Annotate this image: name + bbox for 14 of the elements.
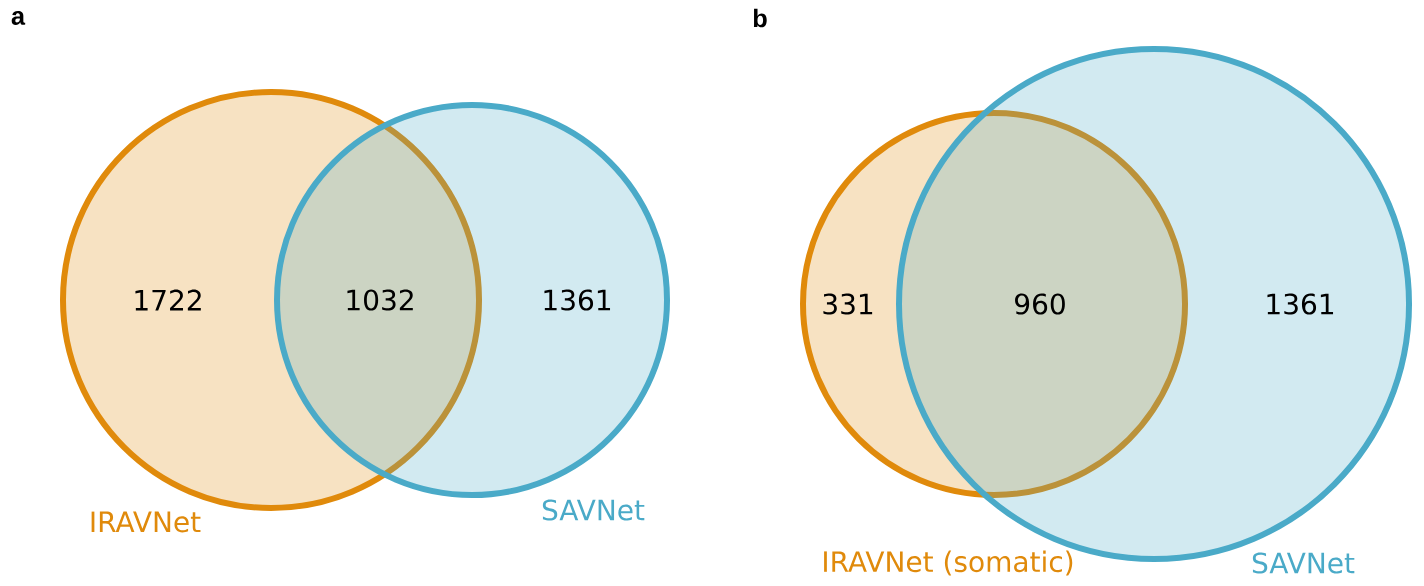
set-label: IRAVNet (somatic) [824,550,1073,576]
panel-letter: b [753,8,767,28]
count-label: 960 [1015,293,1065,315]
count-label: 1032 [347,289,413,311]
set-label: IRAVNet [91,511,201,533]
venn-circle [60,89,482,511]
set-label: SAVNet [542,499,645,521]
count-label: 1361 [544,289,611,311]
count-label: 1722 [135,289,201,311]
count-label: 1361 [1267,293,1334,315]
set-label: SAVNet [1252,552,1355,574]
count-label: 331 [823,293,873,315]
panel-letter: a [11,11,26,25]
venn-circle [274,102,670,498]
